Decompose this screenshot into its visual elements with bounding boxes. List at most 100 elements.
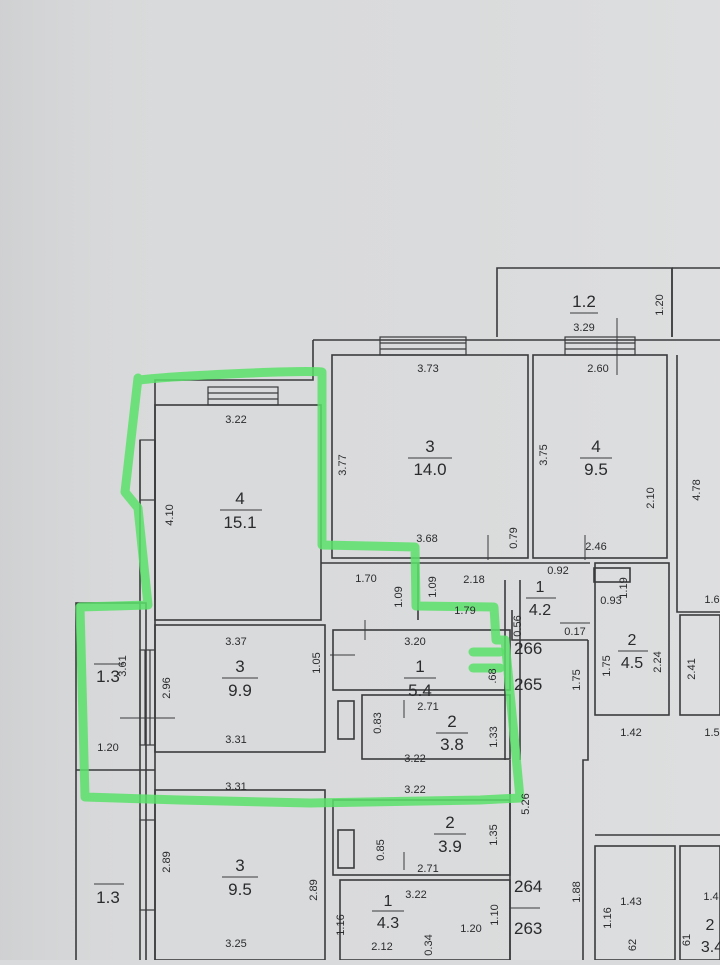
dim: 1.43 bbox=[620, 896, 641, 908]
apartment-number-265: 265 bbox=[514, 675, 542, 694]
dim: 1.09 bbox=[427, 576, 439, 597]
window-room-3-top bbox=[379, 336, 467, 356]
dim: 0.17 bbox=[564, 626, 585, 638]
room-number-right-edge: 2 bbox=[706, 917, 715, 934]
dim: 1.20 bbox=[460, 923, 481, 935]
dim: 2.18 bbox=[463, 574, 484, 586]
wall-bath-fixture bbox=[593, 567, 631, 583]
dim: 4.10 bbox=[164, 504, 176, 525]
room-area-bedroom-4-top: 9.5 bbox=[584, 460, 608, 479]
room-number-hall: 1 bbox=[415, 657, 424, 676]
room-area-bath-right: 4.5 bbox=[621, 655, 643, 672]
dim: 1.70 bbox=[355, 573, 376, 585]
room-area-hall: 5.4 bbox=[408, 681, 432, 700]
dimension-labels-vertical: 1.20 3.77 3.75 4.78 4.10 2.10 0.79 1.09 … bbox=[117, 294, 703, 955]
dim: 2.46 bbox=[585, 541, 606, 553]
wall-far-right bbox=[679, 614, 720, 716]
dim: 2.71 bbox=[417, 701, 438, 713]
room-area-balcony-top: 1.2 bbox=[572, 292, 596, 311]
dim: 0.92 bbox=[547, 565, 568, 577]
window-room-4-living bbox=[207, 386, 279, 406]
window-kitchen-lower-left bbox=[139, 819, 156, 911]
dim: 2.71 bbox=[417, 863, 438, 875]
dim: 3.22 bbox=[404, 753, 425, 765]
dim: 1.75 bbox=[601, 655, 613, 676]
dim: 3.37 bbox=[225, 636, 246, 648]
dim: 61 bbox=[681, 934, 693, 946]
dim: 5.26 bbox=[520, 793, 532, 814]
dim: 2.89 bbox=[161, 851, 173, 872]
wall-hall-right bbox=[511, 610, 588, 641]
apartment-numbers: 266 265 264 263 bbox=[514, 639, 542, 938]
dim: 0.83 bbox=[372, 712, 384, 733]
dim: 1.10 bbox=[489, 904, 501, 925]
apartment-number-263: 263 bbox=[514, 919, 542, 938]
dim: 3.31 bbox=[225, 781, 246, 793]
dim: 1.33 bbox=[488, 726, 500, 747]
room-number-hall-lower: 1 bbox=[384, 893, 393, 910]
dim: 1.09 bbox=[393, 586, 405, 607]
room-area-right-edge: 3.4 bbox=[701, 939, 720, 956]
room-labels: 1.2 3 14.0 4 9.5 4 15.1 1 4.2 2 4.5 3 9.… bbox=[94, 292, 720, 956]
dim: 4.78 bbox=[691, 479, 703, 500]
room-number-kitchen-lower: 3 bbox=[235, 856, 244, 875]
dim: 1.5 bbox=[704, 727, 719, 739]
dim: 1.19 bbox=[618, 577, 630, 598]
wall-bath-fixture-3 bbox=[337, 829, 355, 869]
room-number-bath-lower: 2 bbox=[445, 813, 454, 832]
dim: 2.96 bbox=[161, 677, 173, 698]
apartment-number-266: 266 bbox=[514, 639, 542, 658]
dim: 3.22 bbox=[405, 889, 426, 901]
dim: 3.22 bbox=[404, 784, 425, 796]
room-area-hall-right: 4.2 bbox=[529, 602, 551, 619]
room-number-kitchen: 3 bbox=[235, 657, 244, 676]
room-number-living: 4 bbox=[235, 489, 244, 508]
wall-bath-right bbox=[594, 562, 670, 716]
room-area-balcony-left-lower: 1.3 bbox=[96, 888, 120, 907]
dimension-labels: 3.29 3.73 2.60 3.22 3.68 2.46 0.92 1.70 … bbox=[97, 322, 719, 953]
dim: 3.75 bbox=[538, 444, 550, 465]
room-area-bedroom-3-top: 14.0 bbox=[413, 460, 446, 479]
room-area-kitchen-lower: 9.5 bbox=[228, 880, 252, 899]
highlight-outline bbox=[75, 367, 525, 808]
dim: 3.73 bbox=[417, 363, 438, 375]
room-number-bath: 2 bbox=[447, 712, 456, 731]
room-area-living: 15.1 bbox=[223, 513, 256, 532]
window-living-left bbox=[139, 439, 156, 501]
highlight-path bbox=[75, 367, 525, 808]
dim: 0.93 bbox=[600, 595, 621, 607]
room-area-bath-lower: 3.9 bbox=[438, 837, 462, 856]
dim: 0.79 bbox=[508, 527, 520, 548]
dim: 3.29 bbox=[573, 322, 594, 334]
window-kitchen-left bbox=[139, 649, 156, 746]
dim: 2.10 bbox=[645, 487, 657, 508]
wall-bath-fixture-2 bbox=[337, 700, 355, 740]
windows bbox=[139, 336, 636, 911]
dim: 3.61 bbox=[117, 655, 129, 676]
room-area-kitchen: 9.9 bbox=[228, 681, 252, 700]
room-number-bedroom-4-top: 4 bbox=[591, 437, 600, 456]
dim: 2.60 bbox=[587, 363, 608, 375]
dim: 1.16 bbox=[602, 907, 614, 928]
wall-lower-right bbox=[582, 640, 589, 960]
room-number-bedroom-3-top: 3 bbox=[425, 437, 434, 456]
dim: 2.24 bbox=[652, 651, 664, 672]
dim: 3.31 bbox=[225, 734, 246, 746]
dim: 2.41 bbox=[686, 658, 698, 679]
tick-marks bbox=[120, 318, 618, 909]
room-area-hall-lower: 4.3 bbox=[377, 915, 399, 932]
dim: 0.34 bbox=[423, 934, 435, 955]
room-area-bath: 3.8 bbox=[440, 735, 464, 754]
dim: 0.85 bbox=[375, 839, 387, 860]
dim: 1.75 bbox=[571, 669, 583, 690]
dim: 0.56 bbox=[512, 615, 524, 636]
dim: 3.25 bbox=[225, 938, 246, 950]
room-number-bath-right: 2 bbox=[628, 632, 637, 649]
dim: 1.20 bbox=[97, 742, 118, 754]
dim: 1.6 bbox=[704, 594, 719, 606]
dim: 3.20 bbox=[404, 636, 425, 648]
dim: 1.88 bbox=[571, 881, 583, 902]
dim: 1.4 bbox=[703, 891, 718, 903]
dim: 1.05 bbox=[311, 652, 323, 673]
